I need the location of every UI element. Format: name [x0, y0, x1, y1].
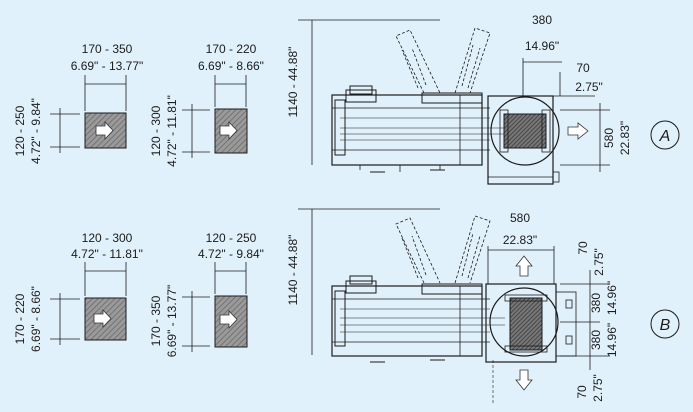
row-a-machine [298, 19, 610, 185]
row-b-box1-length-mm: 170 - 220 [13, 293, 27, 344]
row-a-dim-side-mm: 580 [602, 128, 616, 148]
row-a-box1-arrow [95, 120, 114, 141]
row-a-dim-top-mm: 380 [532, 13, 552, 27]
row-b-box1-group [50, 262, 127, 345]
row-a-box1 [84, 112, 127, 149]
row-a-box1-group [50, 75, 127, 153]
row-a-dim-top-in: 14.96" [525, 39, 559, 53]
row-b-dim-side2-mm: 380 [589, 330, 603, 350]
row-b-dim-bottom-in: 2.75" [591, 374, 605, 402]
row-b-dim-side2-in: 14.96" [605, 323, 619, 357]
row-b-box2-width-in: 4.72" - 9.84" [198, 247, 264, 261]
row-a-dim-small-in: 2.75" [575, 80, 603, 94]
row-b-box2-length-in: 6.69" - 13.77" [165, 285, 179, 358]
row-a-box2-width-in: 6.69" - 8.66" [198, 59, 264, 73]
row-a-box1-width-in: 6.69" - 13.77" [71, 59, 144, 73]
row-b-box1-width-in: 4.72" - 11.81" [71, 247, 143, 261]
row-b-machine [298, 208, 610, 405]
row-a-box2-length-mm: 120 - 300 [149, 105, 163, 156]
row-b-dim-side1-mm: 380 [589, 293, 603, 313]
row-b-height-range: 1140 - 44.88" [286, 235, 300, 306]
row-b-box1-width-mm: 120 - 300 [82, 231, 133, 245]
row-b-dim-bottom-mm: 70 [575, 385, 589, 399]
row-a-box2-arrow [219, 120, 238, 141]
row-b-dim-side1-in: 14.96" [605, 281, 619, 315]
row-a-box1-length-mm: 120 - 250 [13, 105, 27, 156]
row-b-box2-arrow [219, 309, 238, 330]
row-b-dim-top-in: 22.83" [503, 233, 537, 247]
row-b-variant-label: B [660, 317, 671, 334]
row-a-box1-width-mm: 170 - 350 [82, 42, 133, 56]
row-a-dim-small-mm: 70 [576, 61, 590, 75]
row-a-box2-group [182, 75, 248, 158]
row-b-box2-length-mm: 170 - 350 [149, 295, 163, 346]
row-a-variant-label: A [659, 128, 671, 145]
row-b-box1-length-in: 6.69" - 8.66" [29, 286, 43, 352]
row-b-box2-width-mm: 120 - 250 [206, 231, 257, 245]
row-a-dim-side-in: 22.83" [618, 121, 632, 155]
row-b-dim-small-in: 2.75" [592, 248, 606, 276]
row-b-box2-group [182, 262, 248, 352]
row-a-variant-badge [650, 120, 680, 150]
row-a-height-range: 1140 - 44.88" [286, 47, 300, 118]
row-b-dim-top-mm: 580 [510, 211, 530, 225]
row-b-up-arrow [515, 255, 533, 277]
row-a-exit-arrow [567, 122, 589, 140]
row-b-dim-small-mm: 70 [576, 241, 590, 255]
row-a-box2-length-in: 4.72" - 11.81" [165, 95, 179, 167]
row-b-box1-arrow [93, 308, 112, 329]
row-b-variant-badge [650, 309, 680, 339]
row-a-box1-length-in: 4.72" - 9.84" [29, 98, 43, 164]
row-a-box2-width-mm: 170 - 220 [206, 42, 257, 56]
row-b-down-arrow [515, 369, 533, 391]
